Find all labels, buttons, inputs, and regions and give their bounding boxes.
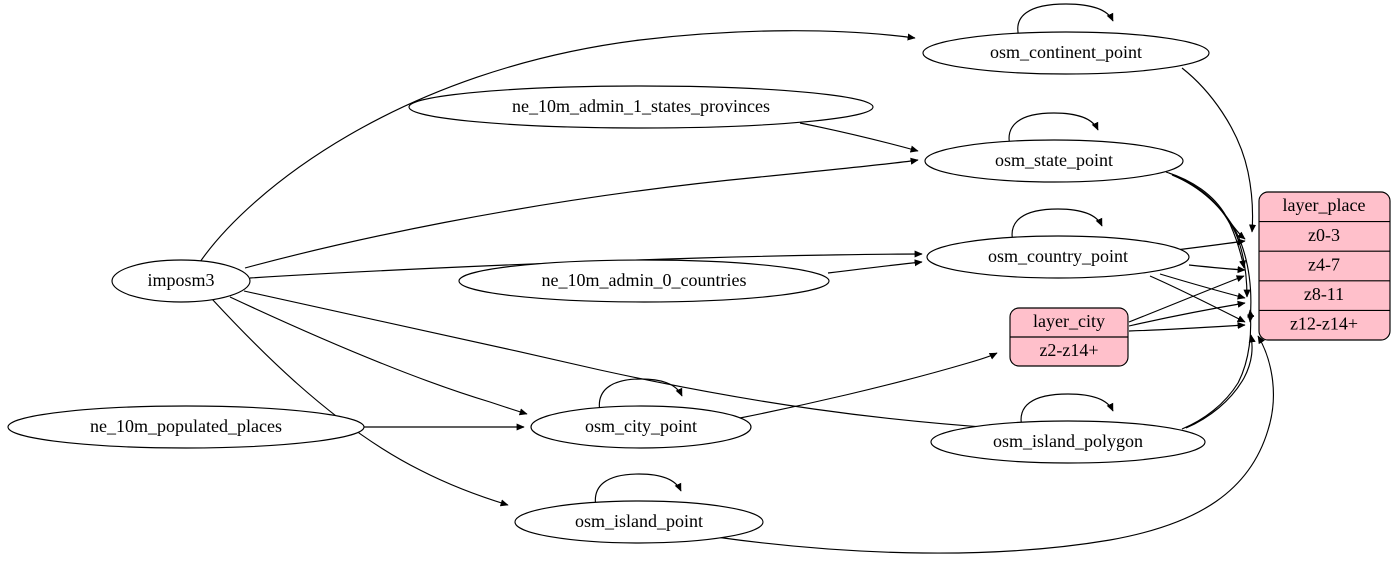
edge-osm_country_point-to-layer_place-z0-3 (1175, 238, 1246, 251)
node-label-osm_continent_point: osm_continent_point (990, 42, 1142, 62)
edge-osm_city_point-to-layer_city-z2-z14+ (739, 352, 998, 419)
record-node-layer_city[interactable]: layer_city z2-z14+ (1009, 307, 1129, 367)
record-row-layer_place-z4-7[interactable]: z4-7 (1308, 255, 1340, 275)
edge-imposm3-to-osm_island_polygon (243, 290, 997, 432)
node-shape-ne_10m_populated_places[interactable] (7, 405, 365, 449)
node-label-ne_10m_populated_places: ne_10m_populated_places (90, 416, 282, 436)
edge-osm_island_polygon-to-layer_place-z8-11 (1181, 309, 1255, 430)
node-osm_state_point[interactable]: osm_state_point (924, 139, 1184, 183)
record-row-layer_place-z0-3[interactable]: z0-3 (1308, 225, 1340, 245)
record-row-layer_city-title: layer_city (1033, 311, 1105, 331)
node-shape-ne_10m_admin_1_states_provinces[interactable] (408, 85, 874, 129)
edge-imposm3-to-osm_continent_point (199, 30, 916, 263)
node-shape-osm_city_point[interactable] (530, 405, 752, 449)
edge-imposm3-to-osm_city_point (229, 296, 528, 416)
edge-selfloop-osm_island_polygon (1020, 393, 1114, 428)
node-osm_island_polygon[interactable]: osm_island_polygon (930, 420, 1206, 464)
node-shape-osm_continent_point[interactable] (922, 31, 1210, 75)
edge-osm_country_point-to-layer_place-z12-z14+ (1149, 275, 1246, 323)
node-label-osm_city_point: osm_city_point (585, 416, 697, 436)
edge-imposm3-to-osm_state_point (244, 157, 919, 269)
node-ne_10m_populated_places[interactable]: ne_10m_populated_places (7, 405, 365, 449)
edge-osm_state_point-to-layer_place-z4-7 (1168, 172, 1247, 269)
node-osm_city_point[interactable]: osm_city_point (530, 405, 752, 449)
edge-selfloop-osm_state_point (1008, 112, 1099, 147)
record-node-layer_place[interactable]: layer_place z0-3 z4-7 z8-11 z12-z14+ (1258, 191, 1391, 341)
node-label-osm_state_point: osm_state_point (995, 150, 1113, 170)
node-osm_country_point[interactable]: osm_country_point (926, 235, 1190, 279)
node-ne_10m_admin_0_countries[interactable]: ne_10m_admin_0_countries (458, 259, 830, 303)
record-box-layer_place[interactable] (1258, 191, 1391, 341)
edge-layer_city-to-layer_place-z12-z14+ (1128, 321, 1246, 332)
node-layer: imposm3 ne_10m_admin_1_states_provinces … (7, 31, 1391, 544)
edge-osm_island_polygon-to-layer_place-z12-z14+ (1185, 334, 1256, 429)
node-label-ne_10m_admin_0_countries: ne_10m_admin_0_countries (542, 270, 747, 290)
edge-osm_country_point-to-layer_place-z4-7 (1188, 264, 1246, 274)
node-osm_continent_point[interactable]: osm_continent_point (922, 31, 1210, 75)
record-row-layer_city-z2-z14[interactable]: z2-z14+ (1039, 340, 1098, 360)
edge-osm_continent_point-to-layer_place-z0-3 (1181, 67, 1257, 233)
edge-osm_island_point-to-layer_place-z12-z14+ (715, 335, 1274, 554)
record-row-layer_place-z8-11[interactable]: z8-11 (1304, 284, 1344, 304)
node-imposm3[interactable]: imposm3 (111, 259, 251, 303)
edge-selfloop-osm_continent_point (1017, 3, 1114, 38)
edge-selfloop-osm_country_point (1011, 208, 1103, 243)
edge-layer_city-to-layer_place-z4-7 (1128, 275, 1245, 323)
node-label-osm_island_polygon: osm_island_polygon (993, 431, 1143, 451)
node-shape-osm_island_polygon[interactable] (930, 420, 1206, 464)
node-label-ne_10m_admin_1_states_provinces: ne_10m_admin_1_states_provinces (512, 96, 770, 116)
edge-imposm3-to-osm_island_point (211, 298, 509, 507)
edge-selfloop-osm_island_point (594, 473, 682, 508)
edge-ne_10m_admin_1_states_provinces-to-osm_state_point (799, 122, 919, 153)
node-label-imposm3: imposm3 (147, 270, 214, 290)
node-ne_10m_admin_1_states_provinces[interactable]: ne_10m_admin_1_states_provinces (408, 85, 874, 129)
edge-ne_10m_admin_0_countries-to-osm_country_point (827, 259, 923, 274)
node-shape-ne_10m_admin_0_countries[interactable] (458, 259, 830, 303)
edge-selfloop-osm_city_point (598, 378, 683, 413)
edge-osm_country_point-to-layer_place-z8-11 (1159, 273, 1246, 300)
node-shape-osm_island_point[interactable] (514, 500, 764, 544)
edge-layer_city-to-layer_place-z8-11 (1128, 300, 1246, 327)
node-osm_island_point[interactable]: osm_island_point (514, 500, 764, 544)
record-row-layer_place-z12-z14[interactable]: z12-z14+ (1290, 314, 1358, 334)
node-shape-osm_country_point[interactable] (926, 235, 1190, 279)
node-label-osm_island_point: osm_island_point (575, 511, 703, 531)
edge-layer (199, 3, 1274, 554)
node-label-osm_country_point: osm_country_point (988, 246, 1128, 266)
node-shape-imposm3[interactable] (111, 259, 251, 303)
node-shape-osm_state_point[interactable] (924, 139, 1184, 183)
record-row-layer_place-title: layer_place (1283, 195, 1366, 215)
